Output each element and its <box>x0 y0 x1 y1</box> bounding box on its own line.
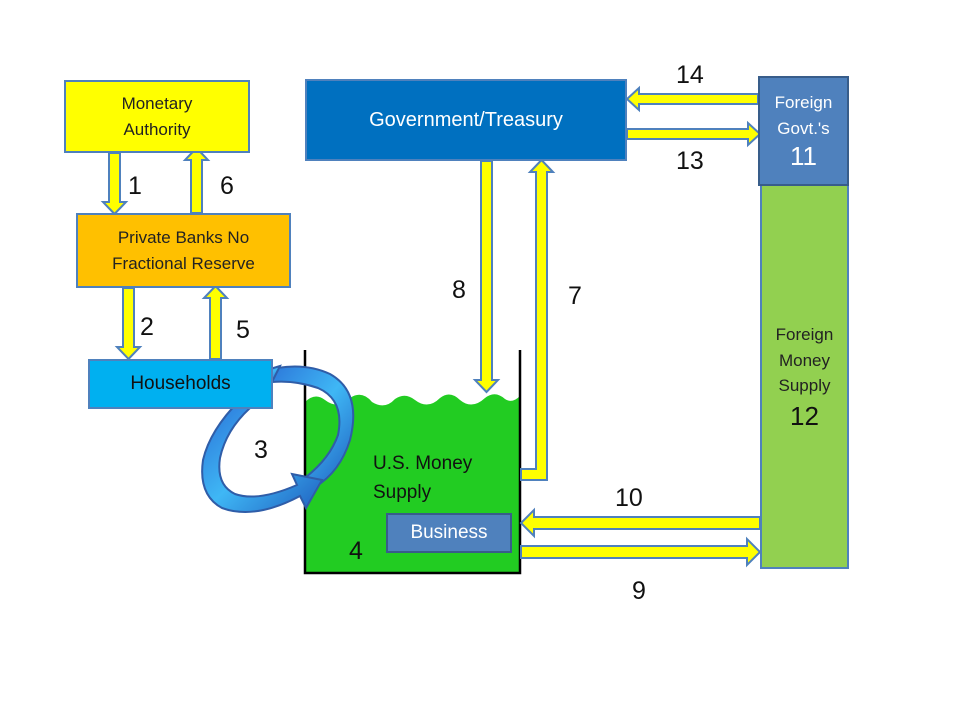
flow-arrow-10 <box>519 507 761 539</box>
flow-label-13: 13 <box>676 147 704 175</box>
flow-label-4: 4 <box>349 537 363 565</box>
flow-arrow-9 <box>520 536 762 568</box>
flow-arrow-1 <box>100 152 129 216</box>
flow-label-5: 5 <box>236 316 250 344</box>
flow-label-1: 1 <box>128 172 142 200</box>
us-money-supply-tank <box>303 350 522 575</box>
foreign-govts-number: 11 <box>790 141 817 171</box>
monetary-authority-box: Monetary Authority <box>64 80 250 153</box>
flow-label-2: 2 <box>140 313 154 341</box>
flow-label-3: 3 <box>254 436 268 464</box>
foreign-money-supply-box: Foreign Money Supply 12 <box>760 184 849 569</box>
private-banks-box: Private Banks No Fractional Reserve <box>76 213 291 288</box>
foreign-govts-label: Foreign Govt.'s <box>774 93 833 138</box>
government-treasury-label: Government/Treasury <box>369 108 563 131</box>
flow-arrow-13 <box>626 120 762 148</box>
foreign-money-supply-label: Foreign Money Supply <box>775 325 834 395</box>
flow-arrow-8 <box>472 160 501 394</box>
flow-label-6: 6 <box>220 172 234 200</box>
flow-arrow-2 <box>114 287 143 361</box>
flow-label-14: 14 <box>676 61 704 89</box>
business-label: Business <box>410 522 488 543</box>
households-label: Households <box>130 373 231 394</box>
flow-arrow-14 <box>625 85 759 113</box>
flow-arrow-5 <box>201 284 230 360</box>
flow-arrow-7 <box>520 158 556 481</box>
us-money-supply-label-box: U.S. Money Supply <box>373 450 493 506</box>
households-box: Households <box>88 359 273 409</box>
foreign-money-supply-number: 12 <box>790 400 819 431</box>
business-box: Business <box>386 513 512 553</box>
private-banks-label: Private Banks No Fractional Reserve <box>112 228 255 273</box>
flow-label-8: 8 <box>452 276 466 304</box>
flow-label-10: 10 <box>615 484 643 512</box>
us-money-supply-label: U.S. Money Supply <box>373 453 473 503</box>
foreign-govts-box: Foreign Govt.'s 11 <box>758 76 849 186</box>
government-treasury-box: Government/Treasury <box>305 79 627 161</box>
flow-label-9: 9 <box>632 577 646 605</box>
monetary-authority-label: Monetary Authority <box>121 94 193 139</box>
flow-arrow-6 <box>182 146 211 214</box>
flow-label-7: 7 <box>568 282 582 310</box>
